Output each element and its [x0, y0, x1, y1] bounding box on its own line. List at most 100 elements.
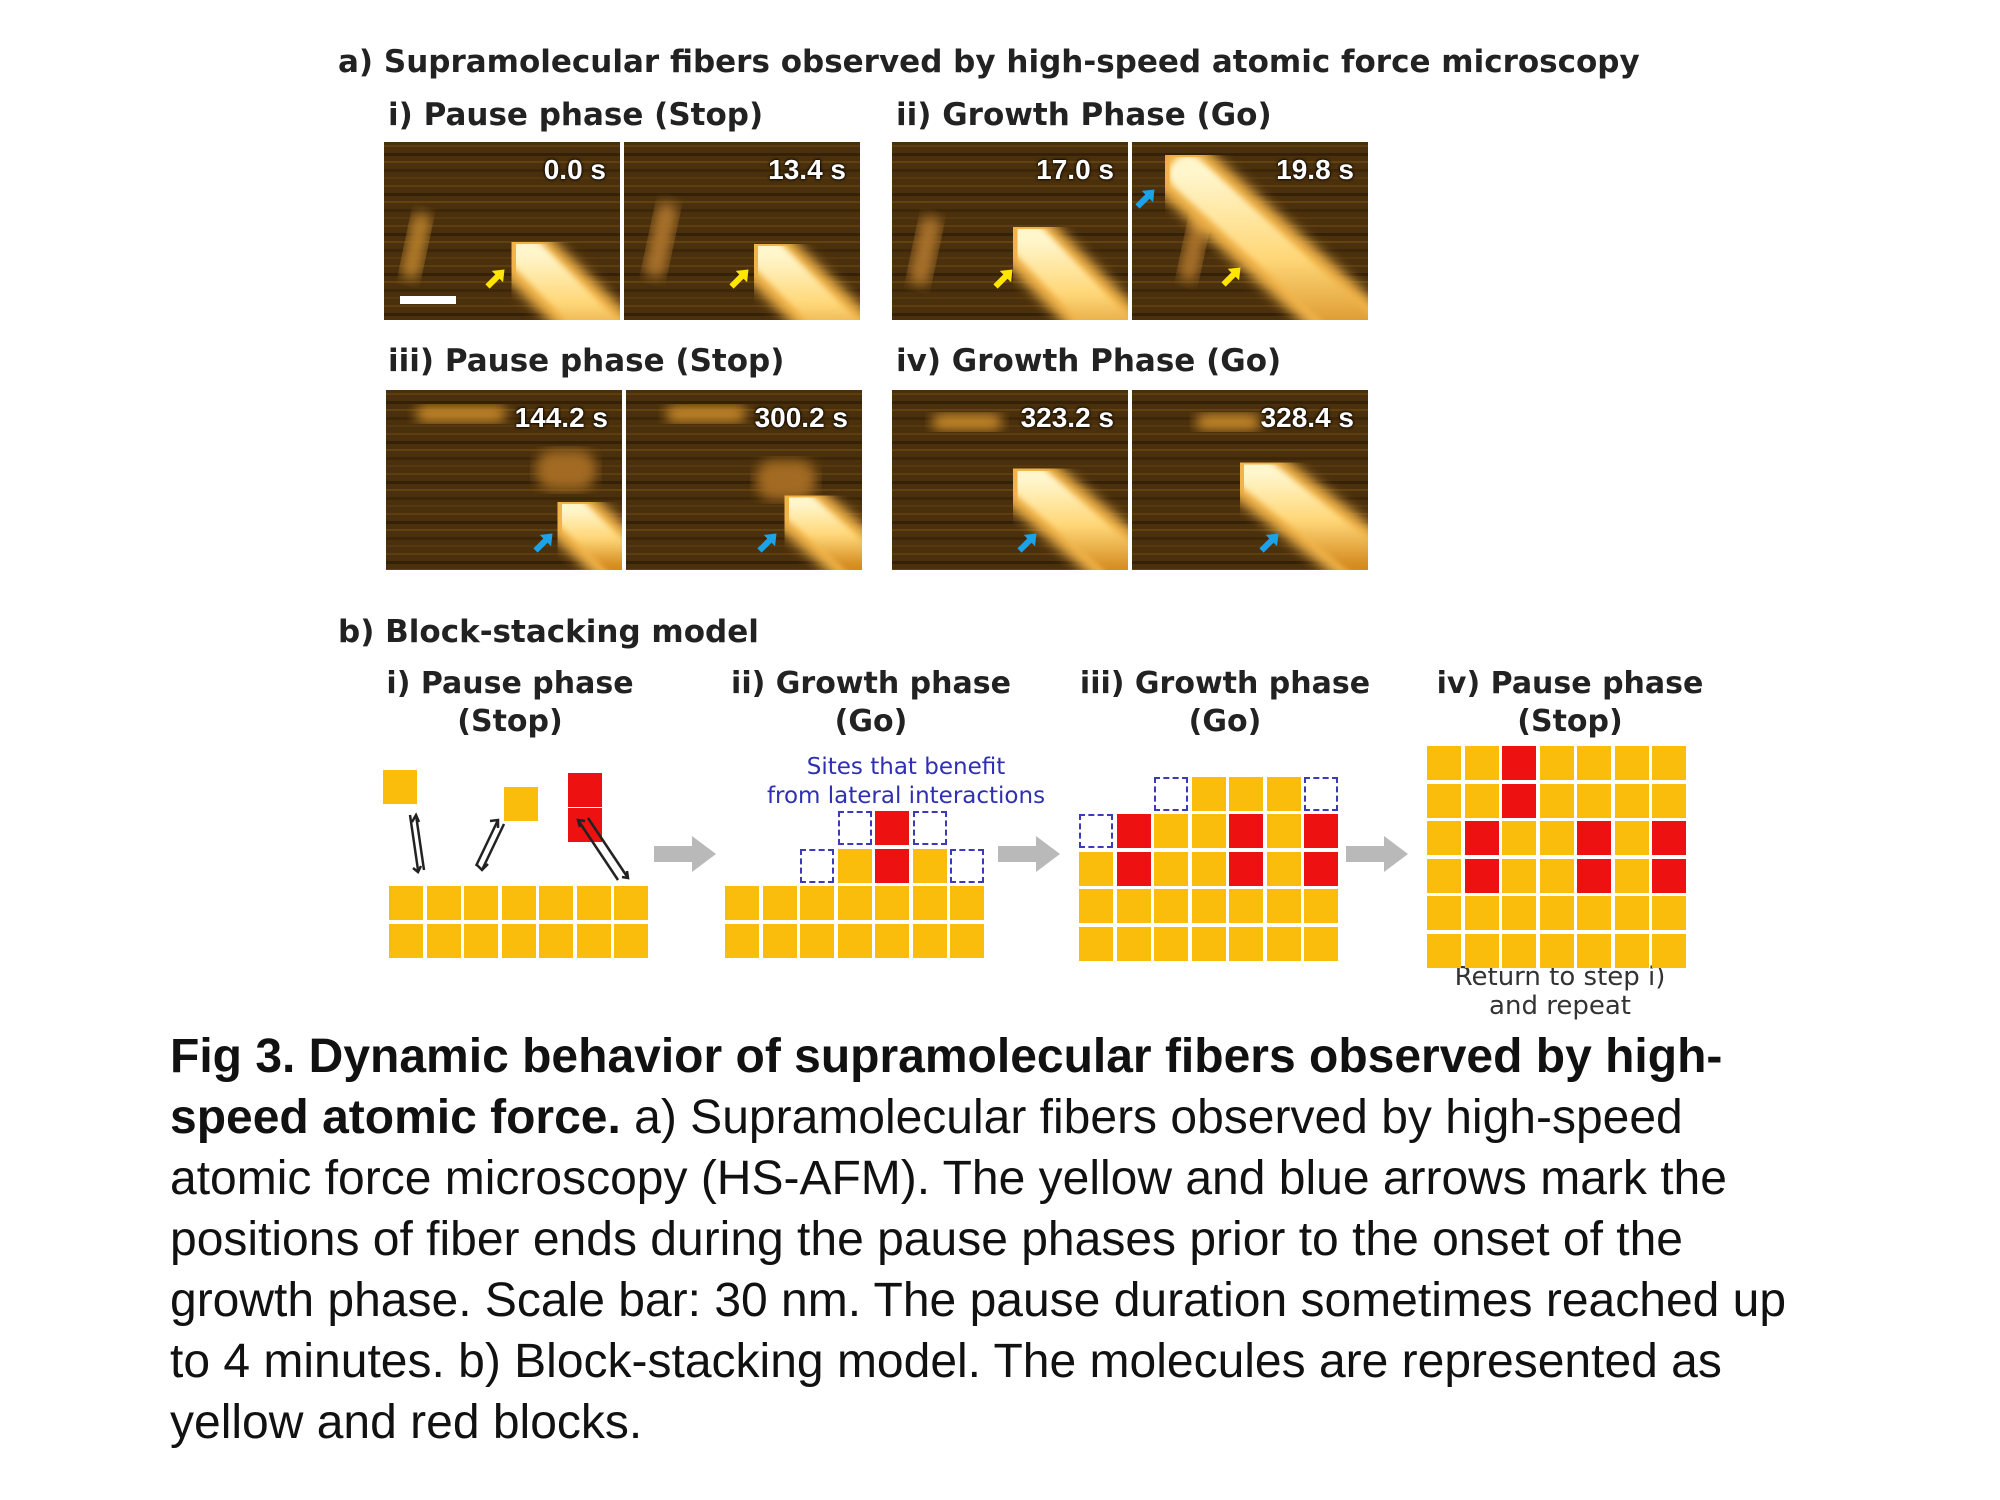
step-label-i: i) Pause phase (Stop) — [370, 665, 650, 741]
yellow-block — [1539, 783, 1574, 818]
empty-site — [912, 811, 947, 845]
yellow-block — [1191, 926, 1226, 961]
yellow-block — [725, 923, 759, 958]
group-label-ii: ii) Growth Phase (Go) — [896, 97, 1272, 133]
empty-site — [837, 811, 872, 845]
yellow-block — [1191, 851, 1226, 886]
yellow-block — [1266, 926, 1301, 961]
red-block — [1502, 746, 1536, 780]
yellow-block — [426, 886, 461, 920]
yellow-block — [1614, 933, 1649, 968]
yellow-block — [1266, 776, 1301, 811]
yellow-block — [725, 886, 759, 920]
yellow-block — [1652, 933, 1686, 968]
yellow-block — [539, 923, 573, 958]
yellow-block — [1154, 851, 1188, 886]
yellow-block — [1652, 896, 1686, 930]
fiber-end-arrow — [533, 533, 553, 553]
yellow-block — [1079, 889, 1113, 923]
yellow-block — [1464, 783, 1499, 818]
red-block — [1577, 821, 1611, 855]
fiber-end-arrow — [729, 269, 749, 289]
yellow-block — [1652, 746, 1686, 780]
note-line: Sites that benefit — [806, 754, 1006, 780]
red-block — [1464, 821, 1499, 855]
yellow-block — [576, 923, 611, 958]
yellow-block — [1266, 851, 1301, 886]
yellow-block — [1154, 926, 1188, 961]
yellow-block — [1464, 746, 1499, 780]
step-title: iii) Growth phase — [1079, 666, 1371, 701]
yellow-block — [1154, 814, 1188, 848]
yellow-block — [504, 787, 538, 821]
empty-site — [1304, 776, 1338, 811]
yellow-block — [501, 923, 536, 958]
caption-body: a) Supramolecular fibers observed by hig… — [170, 1091, 1787, 1449]
timestamp-label: 13.4 s — [768, 154, 846, 185]
red-block — [568, 773, 602, 807]
fiber-end-arrow — [1259, 533, 1279, 553]
yellow-block — [501, 886, 536, 920]
afm-image-panel: 328.4 s — [1132, 390, 1368, 570]
yellow-block — [1577, 783, 1611, 818]
red-block — [1116, 851, 1151, 886]
red-block — [1652, 821, 1686, 855]
yellow-block — [1464, 896, 1499, 930]
yellow-block — [1539, 746, 1574, 780]
yellow-block — [1577, 896, 1611, 930]
step-subtitle: (Stop) — [1517, 704, 1623, 739]
yellow-block — [1502, 896, 1536, 930]
step-label-iv: iv) Pause phase (Stop) — [1410, 665, 1730, 741]
yellow-block — [614, 923, 648, 958]
yellow-block — [1427, 746, 1461, 780]
yellow-block — [1229, 776, 1263, 811]
afm-image-panel: 300.2 s — [626, 390, 862, 570]
section-b-title: b) Block-stacking model — [338, 614, 759, 650]
yellow-block — [1502, 858, 1536, 893]
step-title: ii) Growth phase — [731, 666, 1011, 701]
timestamp-label: 19.8 s — [1276, 154, 1354, 185]
section-a-title: a) Supramolecular fibers observed by hig… — [338, 44, 1640, 80]
return-note: Return to step i) and repeat — [1420, 963, 1700, 1021]
afm-image-panel: 0.0 s — [384, 142, 620, 320]
red-block — [875, 811, 909, 845]
fiber-end-arrow — [757, 533, 777, 553]
yellow-block — [464, 923, 498, 958]
group-label-iii: iii) Pause phase (Stop) — [388, 343, 785, 379]
red-block — [1304, 814, 1338, 848]
yellow-block — [1577, 933, 1611, 968]
yellow-block — [1229, 889, 1263, 923]
yellow-block — [1079, 926, 1113, 961]
red-block — [875, 848, 909, 883]
yellow-block — [950, 923, 984, 958]
yellow-block — [614, 886, 648, 920]
yellow-block — [762, 923, 797, 958]
fiber-end-arrow — [1135, 189, 1155, 209]
yellow-block — [1539, 821, 1574, 855]
yellow-block — [539, 886, 573, 920]
red-block — [568, 808, 602, 842]
yellow-block — [1116, 889, 1151, 923]
process-arrow-icon — [1346, 836, 1408, 872]
yellow-block — [383, 770, 417, 804]
afm-image-panel: 17.0 s — [892, 142, 1128, 320]
yellow-block — [1614, 896, 1649, 930]
yellow-block — [1464, 933, 1499, 968]
yellow-block — [762, 886, 797, 920]
yellow-block — [1116, 926, 1151, 961]
fiber-end-arrow — [993, 269, 1013, 289]
yellow-block — [1427, 896, 1461, 930]
yellow-block — [912, 886, 947, 920]
yellow-block — [875, 923, 909, 958]
yellow-block — [912, 923, 947, 958]
afm-image-panel: 19.8 s — [1132, 142, 1368, 320]
step-label-iii: iii) Growth phase (Go) — [1070, 665, 1380, 741]
timestamp-label: 144.2 s — [514, 402, 608, 433]
afm-image-panel: 13.4 s — [624, 142, 860, 320]
yellow-block — [1304, 889, 1338, 923]
empty-site — [950, 848, 984, 883]
process-arrow-icon — [654, 836, 716, 872]
process-arrow-icon — [998, 836, 1060, 872]
step-label-ii: ii) Growth phase (Go) — [716, 665, 1026, 741]
